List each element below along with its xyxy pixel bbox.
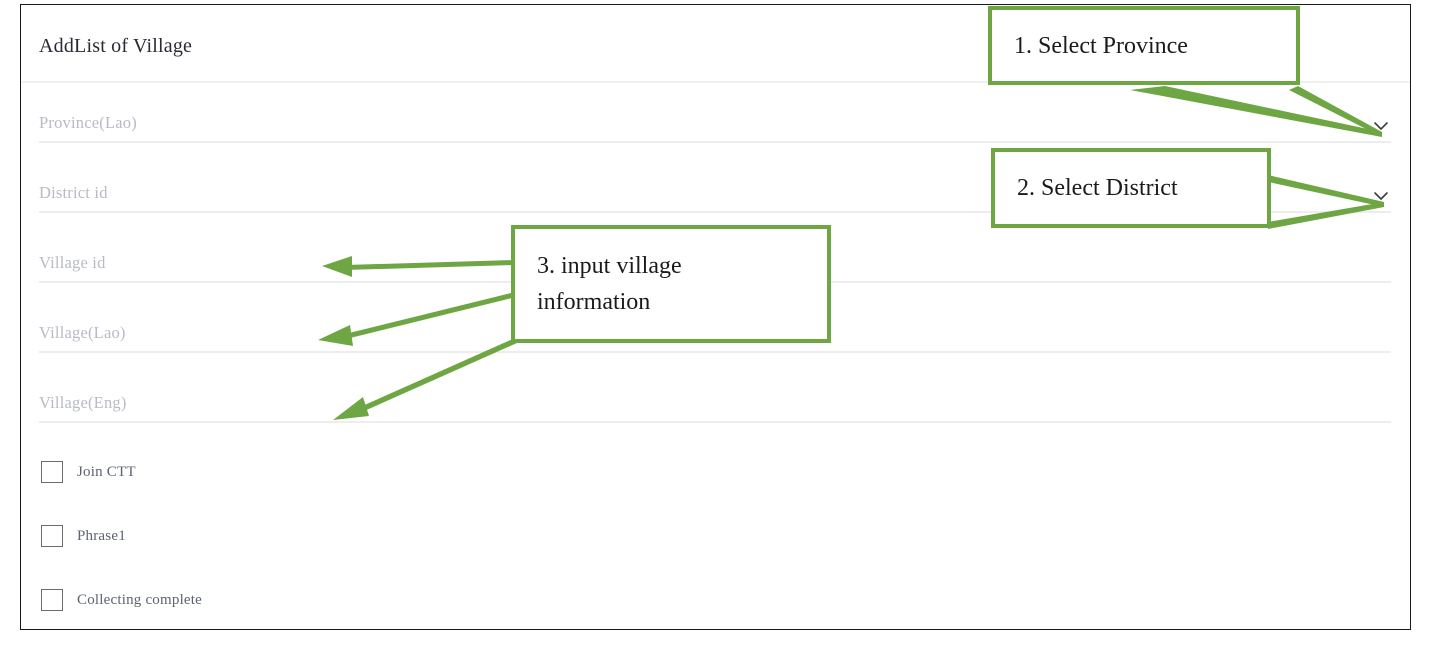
- page-title: AddList of Village: [39, 35, 193, 57]
- checkbox-join-ctt[interactable]: [41, 461, 63, 483]
- annotation-callout-select-district: 2. Select District: [991, 148, 1271, 228]
- checkbox-row-join-ctt[interactable]: Join CTT: [41, 459, 136, 485]
- card-header: AddList of Village: [21, 5, 1410, 83]
- field-label-village-eng: Village(Eng): [39, 393, 127, 412]
- annotation-text-1: 1. Select Province: [1014, 32, 1188, 59]
- checkbox-label-join-ctt: Join CTT: [77, 463, 136, 480]
- annotation-callout-select-province: 1. Select Province: [988, 6, 1300, 85]
- checkbox-label-collecting-complete: Collecting complete: [77, 591, 203, 608]
- checkbox-row-collecting-complete[interactable]: Collecting complete: [41, 587, 202, 613]
- field-label-village-lao: Village(Lao): [39, 323, 126, 342]
- annotation-text-3: 3. input village information: [537, 253, 682, 315]
- checkbox-phrase1[interactable]: [41, 525, 63, 547]
- field-label-district: District id: [39, 183, 108, 202]
- field-label-province: Province(Lao): [39, 113, 137, 132]
- annotation-text-2: 2. Select District: [1017, 175, 1178, 201]
- checkbox-collecting-complete[interactable]: [41, 589, 63, 611]
- annotation-callout-input-village-info: 3. input village information: [511, 225, 831, 343]
- field-row-village-eng[interactable]: Village(Eng): [39, 371, 1391, 423]
- chevron-down-icon[interactable]: [1373, 120, 1389, 132]
- chevron-down-icon[interactable]: [1373, 190, 1389, 202]
- field-row-province[interactable]: Province(Lao): [39, 91, 1391, 143]
- checkbox-row-phrase1[interactable]: Phrase1: [41, 523, 126, 549]
- field-label-village-id: Village id: [39, 253, 106, 272]
- checkbox-label-phrase1: Phrase1: [77, 527, 126, 544]
- field-row-village-lao[interactable]: Village(Lao): [39, 301, 1391, 353]
